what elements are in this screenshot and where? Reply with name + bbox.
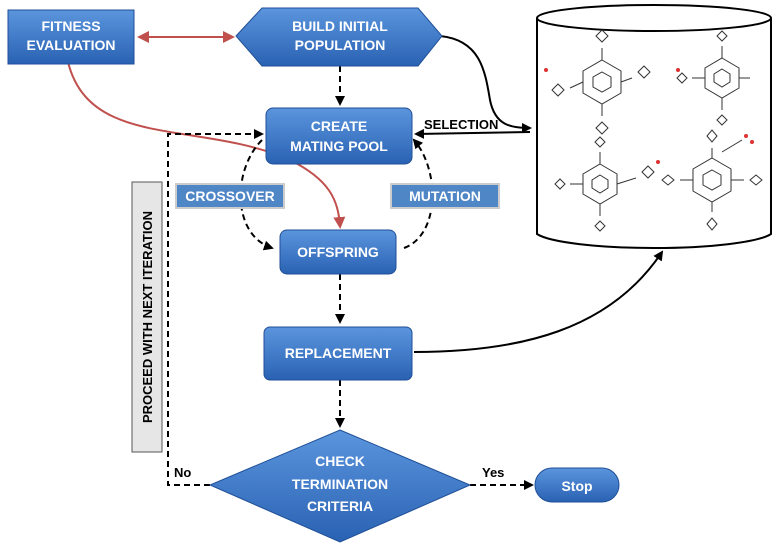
fitness-offspring-arrow xyxy=(67,61,346,229)
no-label: No xyxy=(174,465,191,480)
proceed-label: PROCEED WITH NEXT ITERATION xyxy=(140,211,155,423)
stop-label: Stop xyxy=(561,478,592,494)
selection-label: SELECTION xyxy=(424,117,498,132)
replacement-node: REPLACEMENT xyxy=(263,326,413,381)
replacement-label: REPLACEMENT xyxy=(285,345,392,361)
check-label-2: TERMINATION xyxy=(292,476,388,492)
crossover-label: CROSSOVER xyxy=(185,188,274,204)
population-database xyxy=(536,4,772,250)
selection-arrow xyxy=(414,128,531,139)
build-label-2: POPULATION xyxy=(295,37,386,53)
fitness-evaluation-node: FITNESS EVALUATION xyxy=(7,9,135,65)
offspring-label: OFFSPRING xyxy=(297,244,379,260)
mutation-arrow xyxy=(403,138,434,249)
build-database-arrow xyxy=(439,35,532,133)
molecule-image xyxy=(676,30,750,126)
build-population-node: BUILD INITIAL POPULATION xyxy=(235,7,443,67)
offspring-node: OFFSPRING xyxy=(279,229,397,275)
mutation-label-box: MUTATION xyxy=(390,183,500,209)
check-termination-node: CHECK TERMINATION CRITERIA xyxy=(208,429,472,543)
build-label-1: BUILD INITIAL xyxy=(292,18,388,34)
no-loop-arrow xyxy=(167,129,264,486)
stop-node: Stop xyxy=(534,467,620,503)
molecule-image xyxy=(661,129,763,231)
fitness-label-2: EVALUATION xyxy=(27,37,116,53)
fitness-label-1: FITNESS xyxy=(41,18,100,34)
check-label-3: CRITERIA xyxy=(307,498,373,514)
proceed-label-box: PROCEED WITH NEXT ITERATION xyxy=(131,181,163,453)
mutation-label: MUTATION xyxy=(409,188,481,204)
mating-label-1: CREATE xyxy=(311,118,368,134)
replacement-database-arrow xyxy=(413,250,664,353)
crossover-label-box: CROSSOVER xyxy=(175,183,285,209)
check-label-1: CHECK xyxy=(315,453,365,469)
mating-label-2: MATING POOL xyxy=(290,138,388,154)
molecule-image xyxy=(544,29,651,135)
yes-label: Yes xyxy=(482,465,504,480)
mating-pool-node: CREATE MATING POOL xyxy=(265,107,413,165)
molecule-image xyxy=(554,136,660,232)
